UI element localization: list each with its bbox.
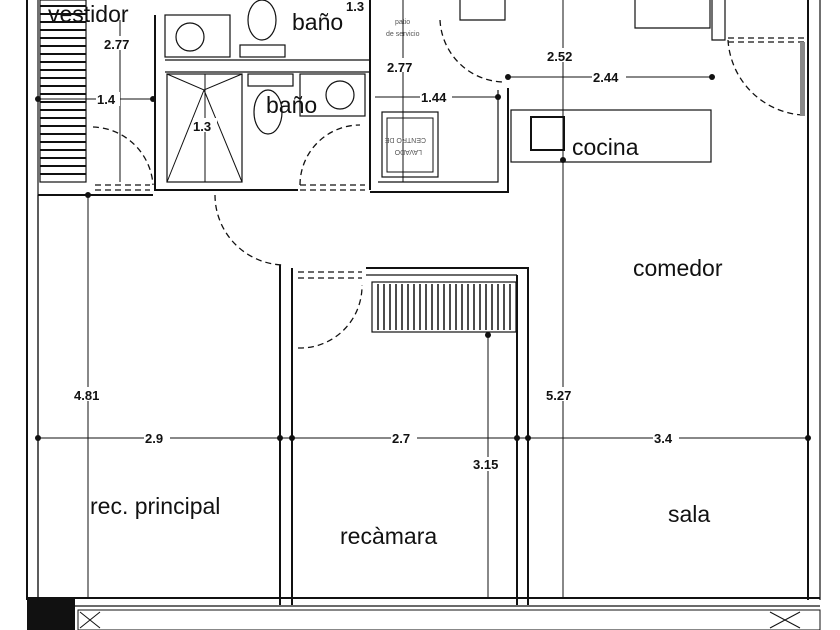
room-label-sala: sala: [668, 501, 710, 527]
patio-servicio: [370, 0, 509, 193]
dim-kitchen-height: 2.52: [547, 49, 572, 64]
vestidor-shelving: [39, 0, 87, 183]
dim-sala-width: 3.4: [654, 431, 673, 446]
room-label-patio-line1: patio: [395, 19, 410, 26]
dim-recamara-width: 2.7: [392, 431, 410, 446]
dim-shower-width: 1.3: [193, 119, 211, 134]
room-label-comedor: comedor: [633, 255, 723, 281]
dim-rec-principal-height: 4.81: [74, 388, 99, 403]
room-label-rec-principal: rec. principal: [90, 493, 220, 519]
laundry-label-line2: CENTRO DE: [384, 136, 426, 143]
bedroom-walls: [37, 194, 529, 605]
dim-vestidor-height: 2.77: [104, 37, 129, 52]
dim-rec-principal-width: 2.9: [145, 431, 163, 446]
room-label-bano-upper: baño: [292, 9, 343, 35]
dim-patio-width: 1.44: [421, 90, 447, 105]
room-label-cocina: cocina: [572, 134, 639, 160]
dim-recamara-height: 3.15: [473, 457, 498, 472]
dim-patio-height: 2.77: [387, 60, 412, 75]
bathroom-block: [92, 0, 371, 191]
room-label-patio-line2: de servicio: [386, 31, 420, 38]
room-label-recamara: recàmara: [340, 523, 437, 549]
room-label-bano-lower: baño: [266, 92, 317, 118]
dim-comedor-height: 5.27: [546, 388, 571, 403]
dim-upper-bath-width: 1.3: [346, 0, 364, 14]
laundry-label-line1: LAVADO: [394, 148, 422, 155]
dim-kitchen-width: 2.44: [593, 70, 619, 85]
dim-vestidor-width: 1.4: [97, 92, 116, 107]
room-label-vestidor: vestidor: [48, 1, 129, 27]
kitchen: [510, 0, 805, 163]
